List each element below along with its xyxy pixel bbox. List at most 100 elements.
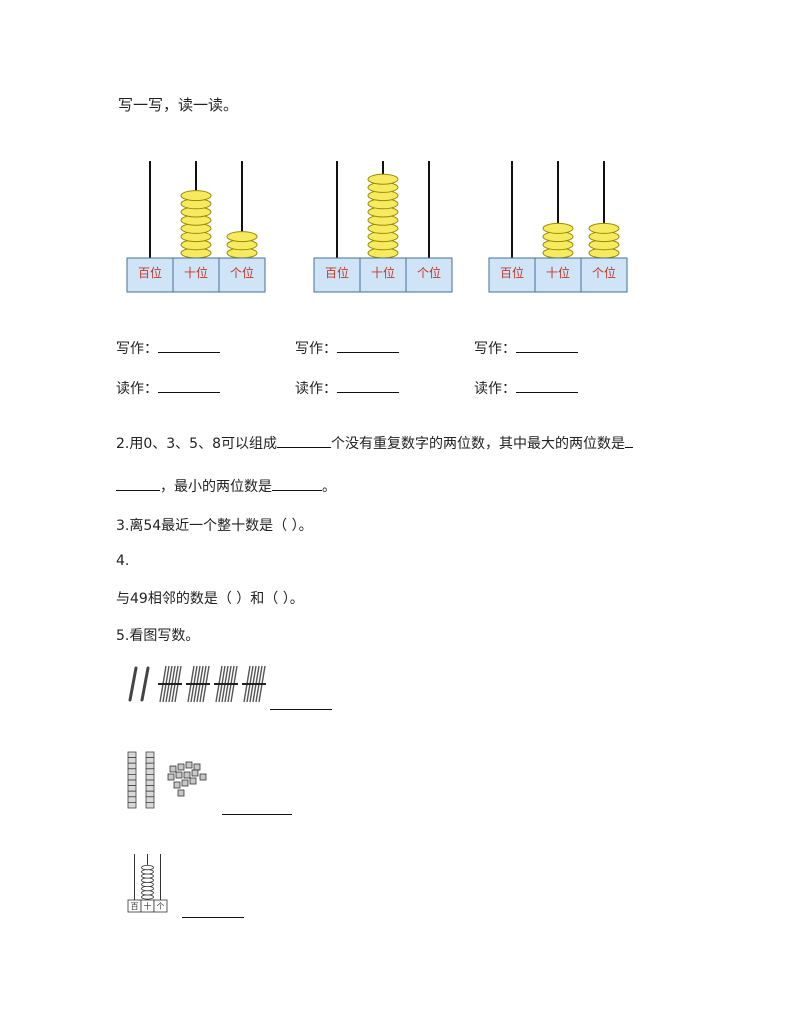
unit-cube: [181, 779, 189, 787]
abacus-place-box: [359, 257, 407, 293]
single-stick: [140, 666, 150, 702]
ten-rod-cube: [127, 802, 137, 809]
ten-rod-cube: [127, 790, 137, 798]
question-2-line-2: ，最小的两位数是。: [116, 476, 336, 496]
ten-rod-cube: [145, 768, 155, 775]
abacus-place-label: 个位: [592, 265, 616, 280]
small-abacus-bead: [141, 885, 154, 892]
abacus-place-label: 十位: [184, 265, 208, 280]
ten-rod-cube: [127, 779, 137, 786]
write-label: 写作：: [295, 341, 337, 357]
q2-text-b: 个没有重复数字的两位数，其中最大的两位数是: [331, 436, 625, 452]
abacus-place-label: 个位: [230, 265, 254, 280]
single-stick: [128, 666, 138, 702]
unit-cube: [185, 761, 193, 769]
read-label: 读作：: [295, 381, 337, 397]
cubes-figure: [127, 751, 207, 809]
abacus-place-box: [126, 257, 174, 293]
small-abacus-bead: [141, 894, 154, 900]
write-row-3: 写作：: [474, 338, 578, 358]
ten-rod-cube: [127, 785, 137, 792]
q5-blank-2[interactable]: [222, 800, 292, 815]
ten-rod-cube: [127, 751, 137, 758]
question-5: 5.看图写数。: [116, 628, 200, 644]
write-blank-1[interactable]: [158, 338, 220, 353]
unit-cube: [193, 763, 201, 771]
abacus-place-box: [313, 257, 361, 293]
read-blank-3[interactable]: [516, 378, 578, 393]
ten-rod-cube: [145, 785, 155, 792]
unit-cube: [169, 765, 177, 773]
q2-blank-max-start[interactable]: [625, 433, 633, 448]
abacus-place-box: [580, 257, 628, 293]
abacus-figures: 百位十位个位百位十位个位百位十位个位: [126, 161, 628, 293]
unit-cube: [191, 769, 199, 777]
write-label: 写作：: [474, 341, 516, 357]
read-label: 读作：: [474, 381, 516, 397]
ten-rod-cube: [145, 779, 155, 786]
abacus-place-label: 百位: [138, 265, 162, 280]
q2-blank-count[interactable]: [277, 433, 331, 448]
abacus-bead: [542, 222, 574, 234]
heading: 写一写，读一读。: [118, 96, 239, 114]
abacus-place-box: [172, 257, 220, 293]
abacus-bead: [180, 190, 212, 202]
small-abacus-bead: [141, 869, 154, 875]
unit-cube: [177, 789, 185, 797]
read-row-1: 读作：: [116, 378, 220, 398]
small-abacus-bead: [141, 864, 154, 871]
q5-blank-3[interactable]: [182, 903, 244, 918]
unit-cube: [167, 773, 175, 781]
small-abacus-bead: [141, 877, 154, 883]
ten-rod-cube: [127, 796, 137, 803]
abacus-place-label: 个位: [417, 265, 441, 280]
small-abacus-label: 百: [131, 902, 139, 911]
ten-rod-cube: [145, 762, 155, 770]
read-blank-1[interactable]: [158, 378, 220, 393]
abacus-place-box: [488, 257, 536, 293]
q2-text-a: 2.用0、3、5、8可以组成: [116, 436, 277, 452]
write-blank-3[interactable]: [516, 338, 578, 353]
small-abacus-label: 个: [157, 902, 165, 911]
read-label: 读作：: [116, 381, 158, 397]
abacus-place-label: 十位: [546, 265, 570, 280]
ten-rod-cube: [145, 757, 155, 764]
read-blank-2[interactable]: [337, 378, 399, 393]
small-abacus-box: [153, 899, 168, 913]
small-abacus-bead: [141, 881, 154, 888]
write-row-1: 写作：: [116, 338, 220, 358]
ten-rod-cube: [145, 802, 155, 809]
ten-rod-cube: [145, 773, 155, 781]
ten-rod-cube: [127, 762, 137, 770]
abacus-bead: [367, 173, 399, 185]
abacus-place-box: [218, 257, 266, 293]
small-abacus-figure: 百十个: [127, 854, 168, 913]
sticks-figure: [128, 665, 266, 703]
read-row-3: 读作：: [474, 378, 578, 398]
unit-cube: [173, 781, 181, 789]
question-4: 与49相邻的数是（ ）和（ ）。: [116, 591, 304, 607]
q5-blank-1[interactable]: [270, 695, 332, 710]
unit-cube: [199, 773, 207, 781]
abacus-place-label: 百位: [500, 265, 524, 280]
abacus-place-box: [405, 257, 453, 293]
unit-cube: [183, 771, 191, 779]
ten-rod-cube: [127, 773, 137, 781]
write-blank-2[interactable]: [337, 338, 399, 353]
question-3: 3.离54最近一个整十数是（ ）。: [116, 518, 313, 534]
write-label: 写作：: [116, 341, 158, 357]
ten-rod-cube: [127, 757, 137, 764]
unit-cube: [177, 763, 185, 771]
ten-rod-cube: [145, 790, 155, 798]
write-row-2: 写作：: [295, 338, 399, 358]
q2-text-d: 。: [322, 479, 336, 495]
unit-cube: [175, 771, 183, 779]
question-2-line-1: 2.用0、3、5、8可以组成 个没有重复数字的两位数，其中最大的两位数是: [116, 433, 633, 453]
unit-cube: [189, 777, 197, 785]
abacus-bead: [588, 222, 620, 234]
small-abacus-label: 十: [144, 901, 152, 911]
abacus-bead: [226, 231, 258, 243]
q2-blank-max[interactable]: [116, 476, 160, 491]
q2-blank-min[interactable]: [272, 476, 322, 491]
ten-rod-cube: [127, 768, 137, 775]
